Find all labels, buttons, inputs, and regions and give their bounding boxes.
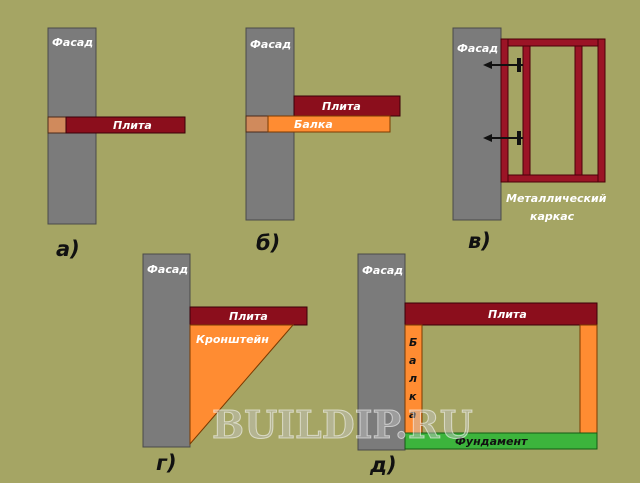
panel-d: Фасад Плита Б а л к а Фундамент д) xyxy=(357,253,598,477)
foundation-label: Фундамент xyxy=(455,435,528,448)
panel-v: Фасад Металлический каркас в) xyxy=(452,27,607,253)
beam-letter: а xyxy=(409,408,416,421)
slab-pad xyxy=(47,116,67,134)
beam-label: Балка xyxy=(294,118,333,131)
caption-a: а) xyxy=(56,237,80,261)
beam-letter: к xyxy=(409,390,417,403)
facade-wall xyxy=(357,253,406,451)
beam-letter: л xyxy=(409,372,417,385)
facade-label: Фасад xyxy=(457,42,498,55)
panel-b: Фасад Плита Балка б) xyxy=(245,27,401,255)
caption-b: б) xyxy=(256,231,280,255)
facade-label: Фасад xyxy=(250,38,291,51)
facade-wall xyxy=(452,27,502,221)
panel-g: Фасад Плита Кронштейн г) xyxy=(142,253,308,475)
bracket xyxy=(189,324,295,446)
bolt-icon xyxy=(483,131,523,145)
slab xyxy=(65,116,186,134)
bracket-label: Кронштейн xyxy=(196,333,269,346)
frame-bottom-rail xyxy=(500,174,606,183)
frame-post xyxy=(522,45,531,176)
beam xyxy=(267,115,391,133)
facade-label: Фасад xyxy=(362,264,403,277)
metal-frame-label: Металлический xyxy=(506,192,607,205)
frame-post xyxy=(597,38,606,183)
beam-letter: а xyxy=(409,354,416,367)
beam-pad xyxy=(245,115,269,133)
metal-frame xyxy=(500,38,606,183)
caption-g: г) xyxy=(156,451,177,475)
slab-label: Плита xyxy=(488,308,527,321)
slab-label: Плита xyxy=(229,310,268,323)
caption-d: д) xyxy=(369,453,397,477)
caption-v: в) xyxy=(468,229,491,253)
panel-a: Фасад Плита а) xyxy=(47,27,186,261)
frame-post xyxy=(574,45,583,176)
bolt-icon xyxy=(483,58,523,72)
watermark: BUILDIP.RU xyxy=(212,402,473,447)
beam-vertical-label: Б а л к а xyxy=(409,336,417,421)
facade-label: Фасад xyxy=(147,263,188,276)
facade-wall xyxy=(142,253,191,448)
metal-frame-label: каркас xyxy=(530,210,575,223)
beam-letter: Б xyxy=(409,336,417,349)
slab xyxy=(404,302,598,326)
beam-vertical xyxy=(579,324,598,434)
facade-label: Фасад xyxy=(52,36,93,49)
slab-label: Плита xyxy=(113,119,152,132)
frame-top-rail xyxy=(500,38,606,47)
frame-post xyxy=(500,38,509,183)
foundation xyxy=(404,432,598,450)
slab-label: Плита xyxy=(322,100,361,113)
